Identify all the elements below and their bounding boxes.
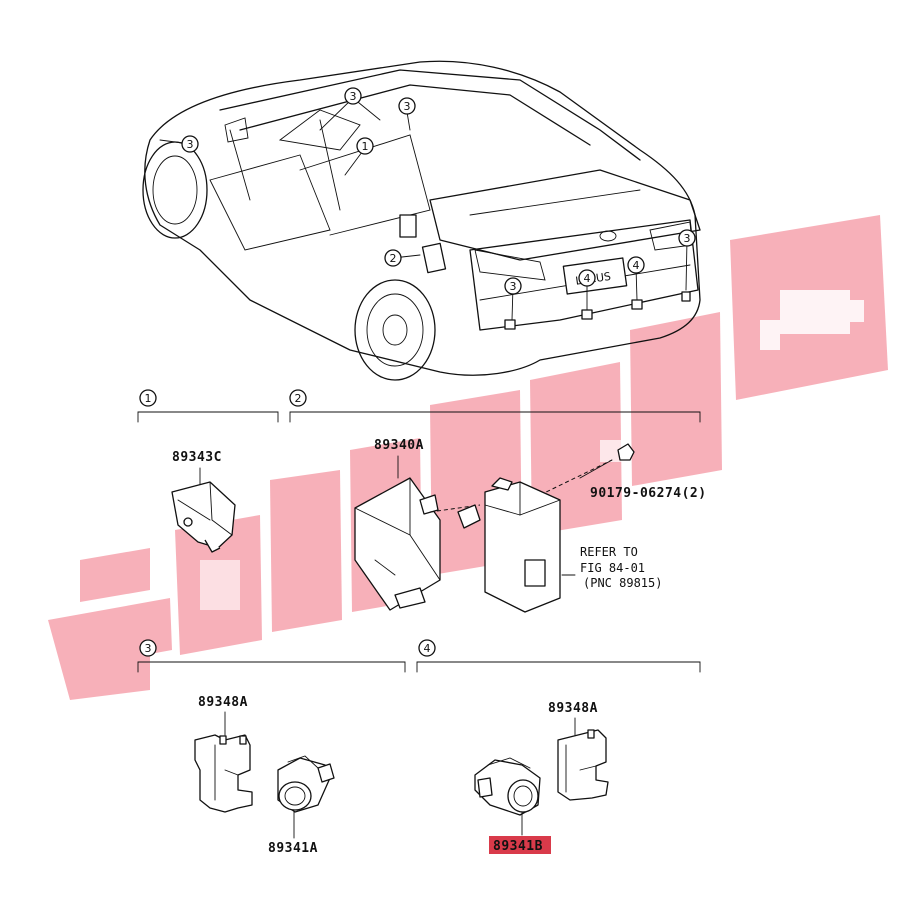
- part-label-89340a: 89340A: [374, 438, 424, 453]
- callout-2-car: 2: [384, 249, 402, 267]
- section-2: 2 89340A 90179-06274(2) REFER TO: [289, 389, 707, 613]
- svg-text:3: 3: [684, 232, 691, 245]
- refer-line-2: FIG 84-01: [580, 561, 645, 575]
- part-label-bolt: 90179-06274(2): [590, 486, 707, 501]
- svg-text:3: 3: [350, 90, 357, 103]
- svg-text:1: 1: [362, 140, 369, 153]
- callout-3-front: 3: [181, 135, 199, 153]
- part-label-89343c: 89343C: [172, 450, 222, 465]
- sensor-89341b-drawing: [474, 757, 541, 816]
- section-3: 3 89348A 89341A: [137, 639, 406, 856]
- callout-4-rear-b: 4: [627, 256, 645, 274]
- svg-text:3: 3: [510, 280, 517, 293]
- refer-line-1: REFER TO: [580, 545, 638, 559]
- watermark-logo: [48, 215, 888, 700]
- bracket-89348a-s3-drawing: [194, 734, 253, 813]
- callout-1-car: 1: [356, 137, 374, 155]
- part-label-89341b: 89341B: [493, 839, 543, 854]
- bolt-drawing: [579, 443, 635, 479]
- callout-4-rear-a: 4: [578, 269, 596, 287]
- sensor-89341a-drawing: [277, 755, 335, 813]
- svg-text:3: 3: [404, 100, 411, 113]
- part-89343c-drawing: [171, 481, 236, 553]
- callout-3-rear-right: 3: [678, 229, 696, 247]
- section-1-number: 1: [145, 392, 152, 405]
- part-label-89341a: 89341A: [268, 841, 318, 856]
- svg-text:2: 2: [390, 252, 397, 265]
- refer-module-drawing: [457, 477, 561, 613]
- callout-3-rear-left: 3: [504, 277, 522, 295]
- part-89340a-drawing: [354, 477, 441, 611]
- section-3-number: 3: [145, 642, 152, 655]
- car-illustration: LEXUS: [142, 60, 701, 381]
- section-1: 1 89343C: [137, 389, 279, 553]
- svg-text:4: 4: [633, 259, 640, 272]
- car-callouts: 3 3 1 3 2 3 4 4 3: [181, 87, 696, 295]
- part-label-89348a-s3: 89348A: [198, 695, 248, 710]
- section-2-number: 2: [295, 392, 302, 405]
- highlight-box: [489, 836, 551, 854]
- svg-text:3: 3: [187, 138, 194, 151]
- callout-3-roof-b: 3: [398, 97, 416, 115]
- part-label-89348a-s4: 89348A: [548, 701, 598, 716]
- section-4: 4 89348A 89341B: [416, 639, 701, 854]
- section-4-number: 4: [424, 642, 431, 655]
- callout-3-roof-a: 3: [344, 87, 362, 105]
- svg-text:4: 4: [584, 272, 591, 285]
- refer-line-3: (PNC 89815): [583, 576, 662, 590]
- bracket-89348a-s4-drawing: [557, 729, 609, 801]
